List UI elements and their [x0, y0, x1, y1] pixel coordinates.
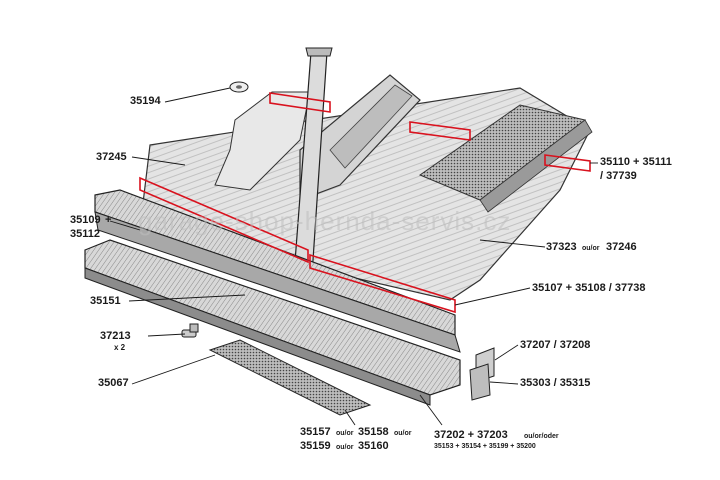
left-sill	[94, 189, 456, 336]
label-ouor-3: ou/or	[336, 444, 354, 451]
label-35112: 35112	[70, 228, 100, 240]
label-x2: x 2	[114, 343, 126, 352]
label-35157: 35157	[300, 426, 331, 438]
label-ouorder: ou/or/oder	[524, 433, 559, 440]
label-37245: 37245	[96, 151, 127, 163]
label-35151: 35151	[90, 295, 121, 307]
label-37739: / 37739	[600, 170, 637, 182]
label-37246: 37246	[606, 241, 637, 253]
highlight-boxes	[139, 92, 591, 314]
label-35303: 35303 / 35315	[520, 377, 591, 389]
tunnel-top	[329, 84, 413, 169]
label-35160: 35160	[358, 440, 389, 452]
label-35194: 35194	[130, 95, 161, 107]
label-ouor-2: ou/or	[394, 430, 412, 437]
leader-lines	[109, 87, 598, 426]
label-37323: 37323	[546, 241, 577, 253]
right-rocker-edge	[479, 119, 593, 213]
label-ouor-1: ou/or	[336, 430, 354, 437]
bolt-37213	[181, 323, 199, 338]
label-35107: 35107 + 35108 / 37738	[532, 282, 646, 294]
label-35067: 35067	[98, 377, 129, 389]
label-35110: 35110 + 35111	[600, 156, 672, 168]
label-35158: 35158	[358, 426, 389, 438]
rear-floor-panel	[214, 91, 311, 191]
label-ouor-4: ou/or	[582, 245, 600, 252]
bracket-35303	[469, 363, 491, 401]
label-35159: 35159	[300, 440, 331, 452]
lower-strip	[208, 339, 372, 416]
watermark: garage-shop-hernda-servis.cz	[138, 206, 512, 236]
label-37202: 37202 + 37203	[434, 429, 508, 441]
label-37207: 37207 / 37208	[520, 339, 591, 351]
label-37213: 37213	[100, 330, 131, 342]
label-35153: 35153 + 35154 + 35199 + 35200	[434, 443, 536, 450]
label-35109: 35109	[70, 214, 101, 226]
label-plus: +	[105, 214, 112, 226]
